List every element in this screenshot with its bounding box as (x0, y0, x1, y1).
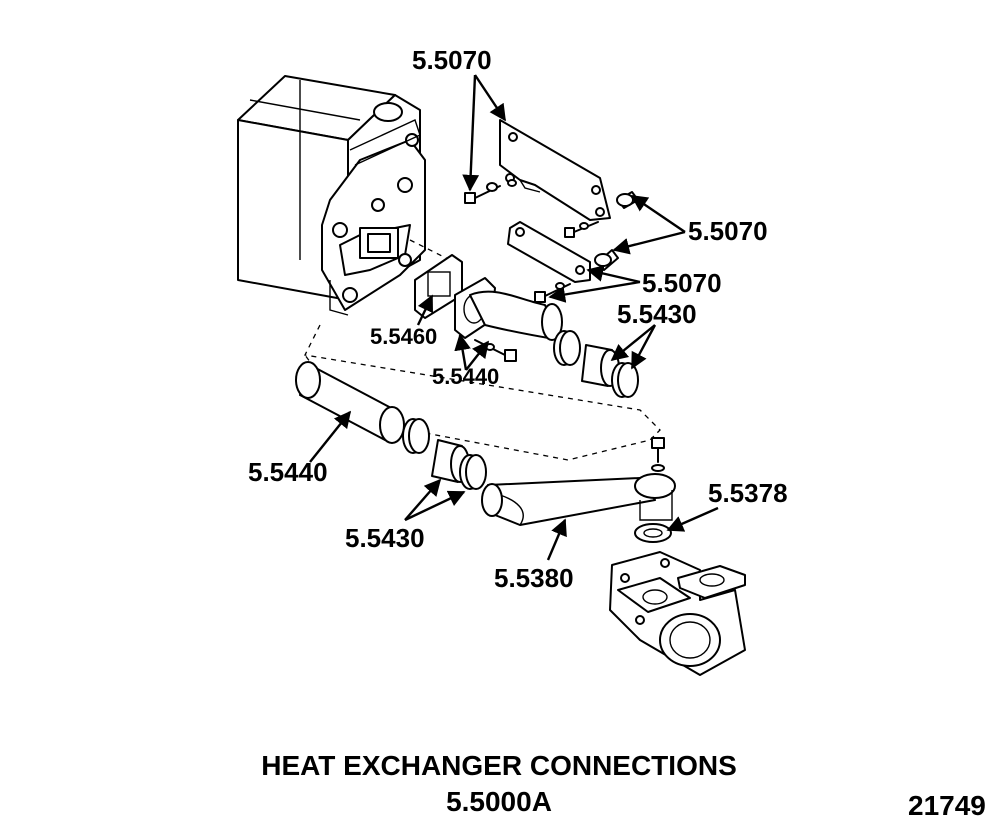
exhaust-elbow (609, 551, 746, 676)
diagram-title: HEAT EXCHANGER CONNECTIONS (261, 750, 737, 781)
callout-label: 5.5430 (617, 299, 697, 329)
callout-label: 5.5070 (412, 45, 492, 75)
clamp (459, 454, 487, 490)
callout-label: 5.5380 (494, 563, 574, 593)
clamp (402, 418, 430, 454)
gasket (634, 523, 672, 543)
exhaust-pipe (481, 473, 676, 526)
mounting-bracket (499, 119, 611, 221)
diagram-reference: 5.5000A (446, 786, 552, 817)
elbow (469, 290, 563, 341)
leader-lines (309, 74, 719, 561)
callout-label: 5.5460 (370, 324, 437, 349)
callout-label: 5.5440 (432, 364, 499, 389)
bolt (564, 221, 599, 238)
callout-label: 5.5070 (642, 268, 722, 298)
callout-label: 5.5378 (708, 478, 788, 508)
clamp (553, 330, 581, 366)
callout-label: 5.5440 (248, 457, 328, 487)
bolt (534, 282, 571, 303)
bolt (464, 179, 517, 204)
bolt (651, 437, 665, 472)
callout-label: 5.5430 (345, 523, 425, 553)
clamp (611, 362, 639, 398)
heat-exchanger (237, 75, 426, 316)
figure-number: 21749 (908, 790, 986, 821)
pipe (295, 361, 405, 444)
callout-label: 5.5070 (688, 216, 768, 246)
